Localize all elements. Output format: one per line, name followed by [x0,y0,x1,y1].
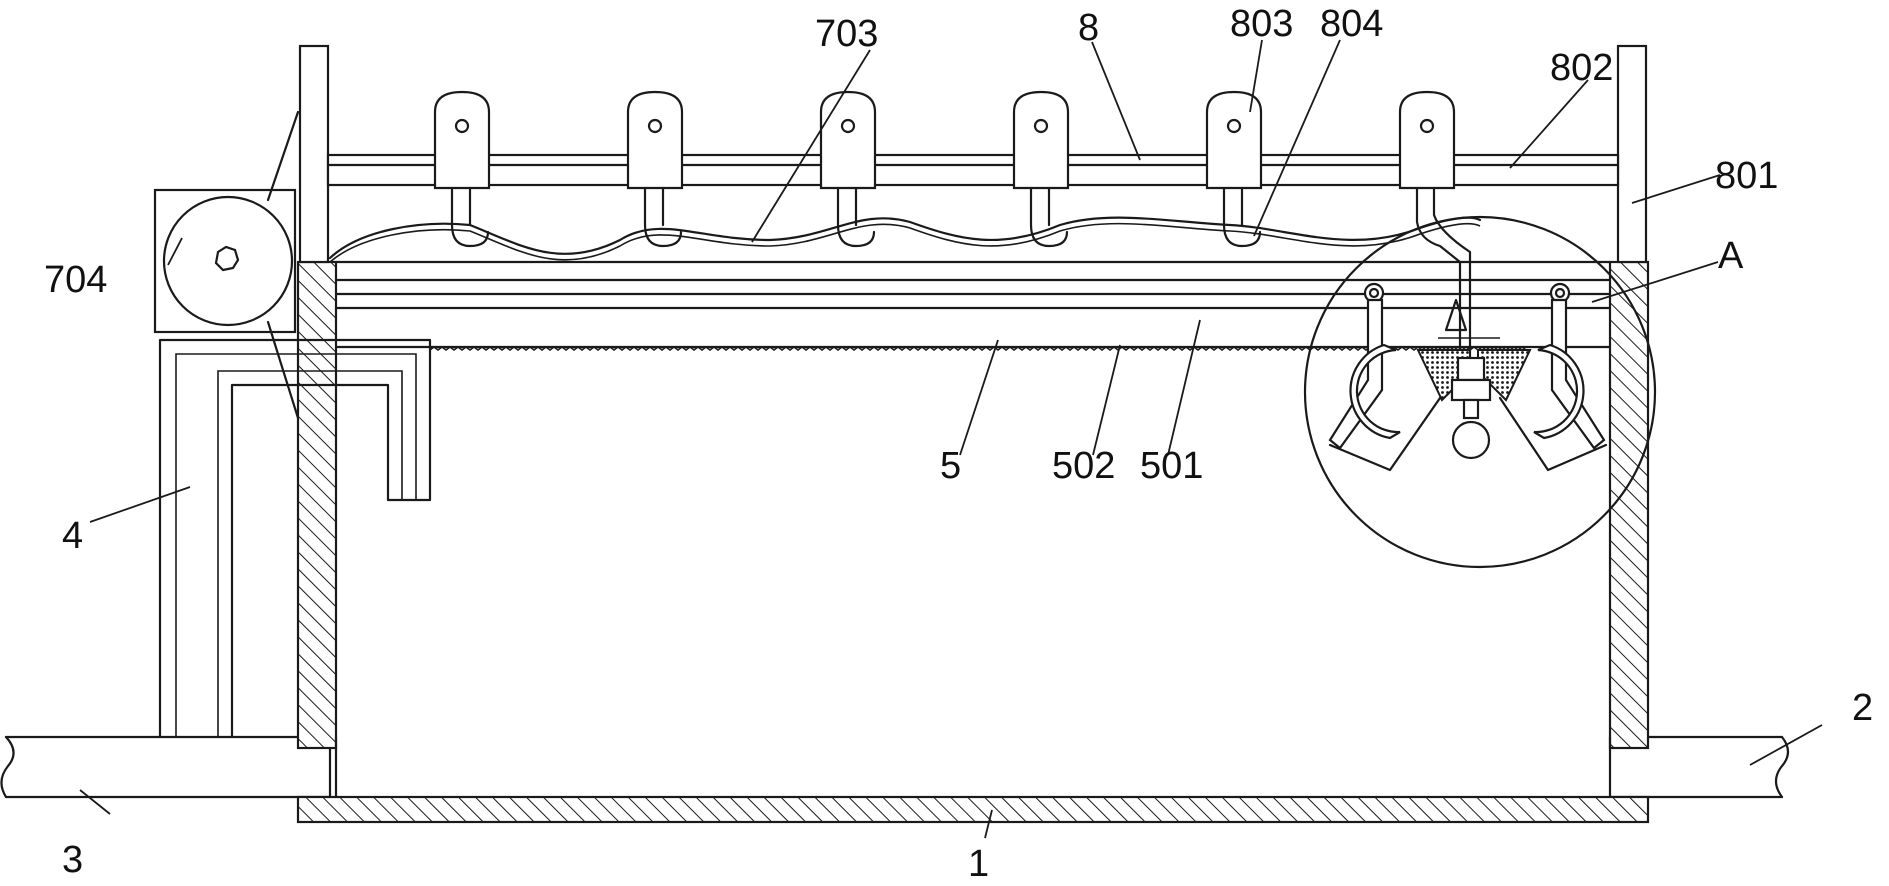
label-704: 704 [44,259,107,301]
label-2: 2 [1852,687,1873,729]
leader-803 [1249,39,1263,113]
trolley-6 [1398,90,1472,362]
leader-4 [89,486,191,523]
label-1: 1 [968,843,989,885]
leader-8 [1091,41,1141,161]
feed-pipe-4 [158,338,432,739]
trolley-5 [1205,90,1263,248]
leader-502 [1092,344,1121,456]
label-803: 803 [1230,3,1293,45]
leader-501 [1167,319,1201,456]
label-5: 5 [940,445,961,487]
label-502: 502 [1052,445,1115,487]
leader-2 [1749,724,1823,766]
label-703: 703 [815,13,878,55]
inlet-pipe-3 [0,735,332,799]
screen-plate-5 [334,260,1612,351]
leader-804 [1253,39,1341,237]
label-802: 802 [1550,47,1613,89]
label-801: 801 [1715,155,1778,197]
trolley-2 [626,90,684,248]
leader-802 [1509,79,1589,169]
leader-704 [167,237,183,266]
label-804: 804 [1320,3,1383,45]
leader-5 [959,339,999,456]
motor-704 [153,110,300,420]
trolley-1 [433,90,491,248]
trolley-4 [1012,90,1070,248]
hose-703 [328,216,1482,260]
detail-circle-A [1303,215,1657,569]
leader-3 [79,789,111,815]
leader-801 [1631,174,1721,204]
leader-A [1591,261,1719,303]
label-501: 501 [1140,445,1203,487]
leader-lines [79,39,1823,839]
label-A: A [1718,235,1744,277]
label-8: 8 [1078,7,1099,49]
reference-labels: 3 2 1 4 704 5 502 501 703 8 803 804 802 … [44,3,1873,885]
label-4: 4 [62,515,83,557]
leader-1 [984,809,993,839]
label-3: 3 [62,839,83,881]
leader-703 [751,49,871,243]
trolley-3 [819,90,877,248]
